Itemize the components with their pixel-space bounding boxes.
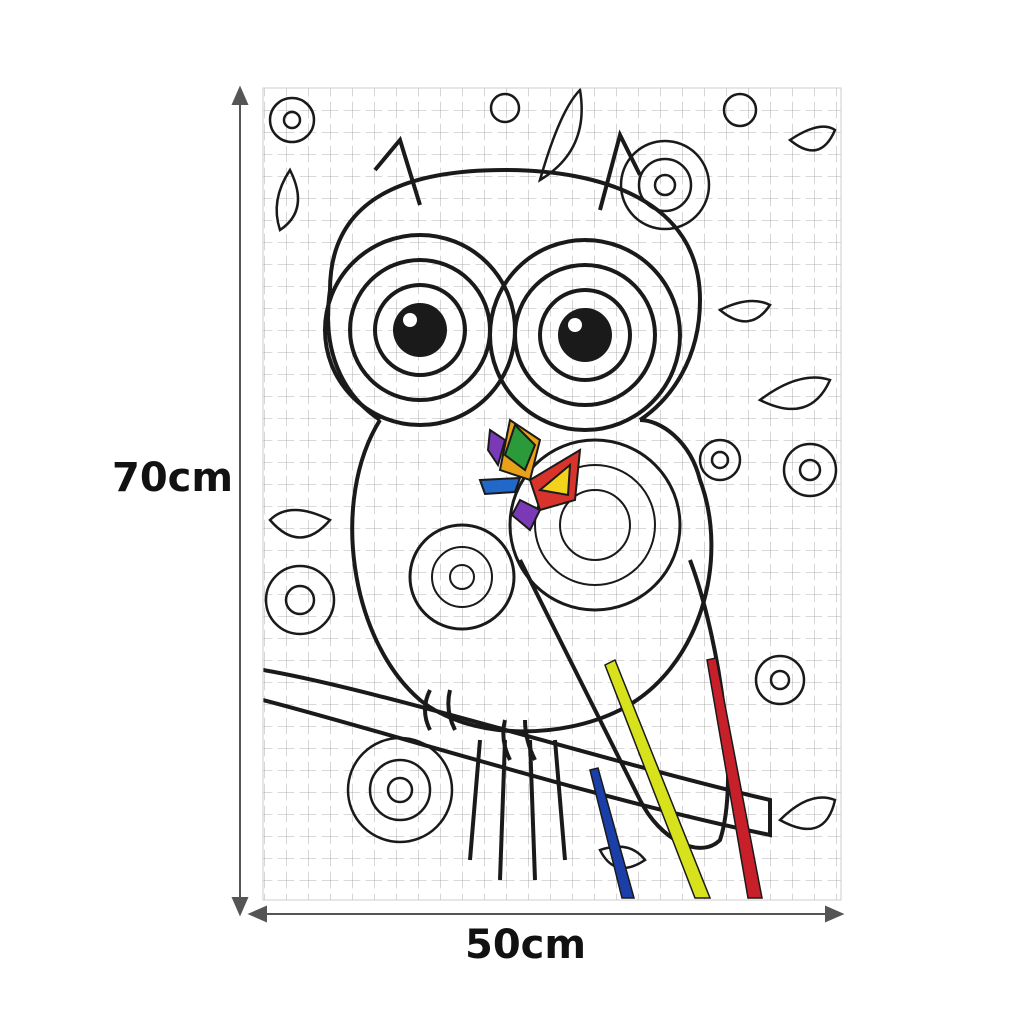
width-arrow bbox=[247, 905, 845, 923]
height-arrow bbox=[231, 85, 249, 917]
owl-illustration bbox=[263, 129, 772, 881]
width-dimension-label: 50cm bbox=[465, 922, 587, 968]
butterfly-icon bbox=[478, 418, 582, 532]
height-dimension-label: 70cm bbox=[112, 455, 234, 501]
puzzle-board bbox=[263, 88, 841, 900]
flower-icon bbox=[264, 92, 838, 844]
colored-pencil-icon bbox=[589, 657, 763, 899]
